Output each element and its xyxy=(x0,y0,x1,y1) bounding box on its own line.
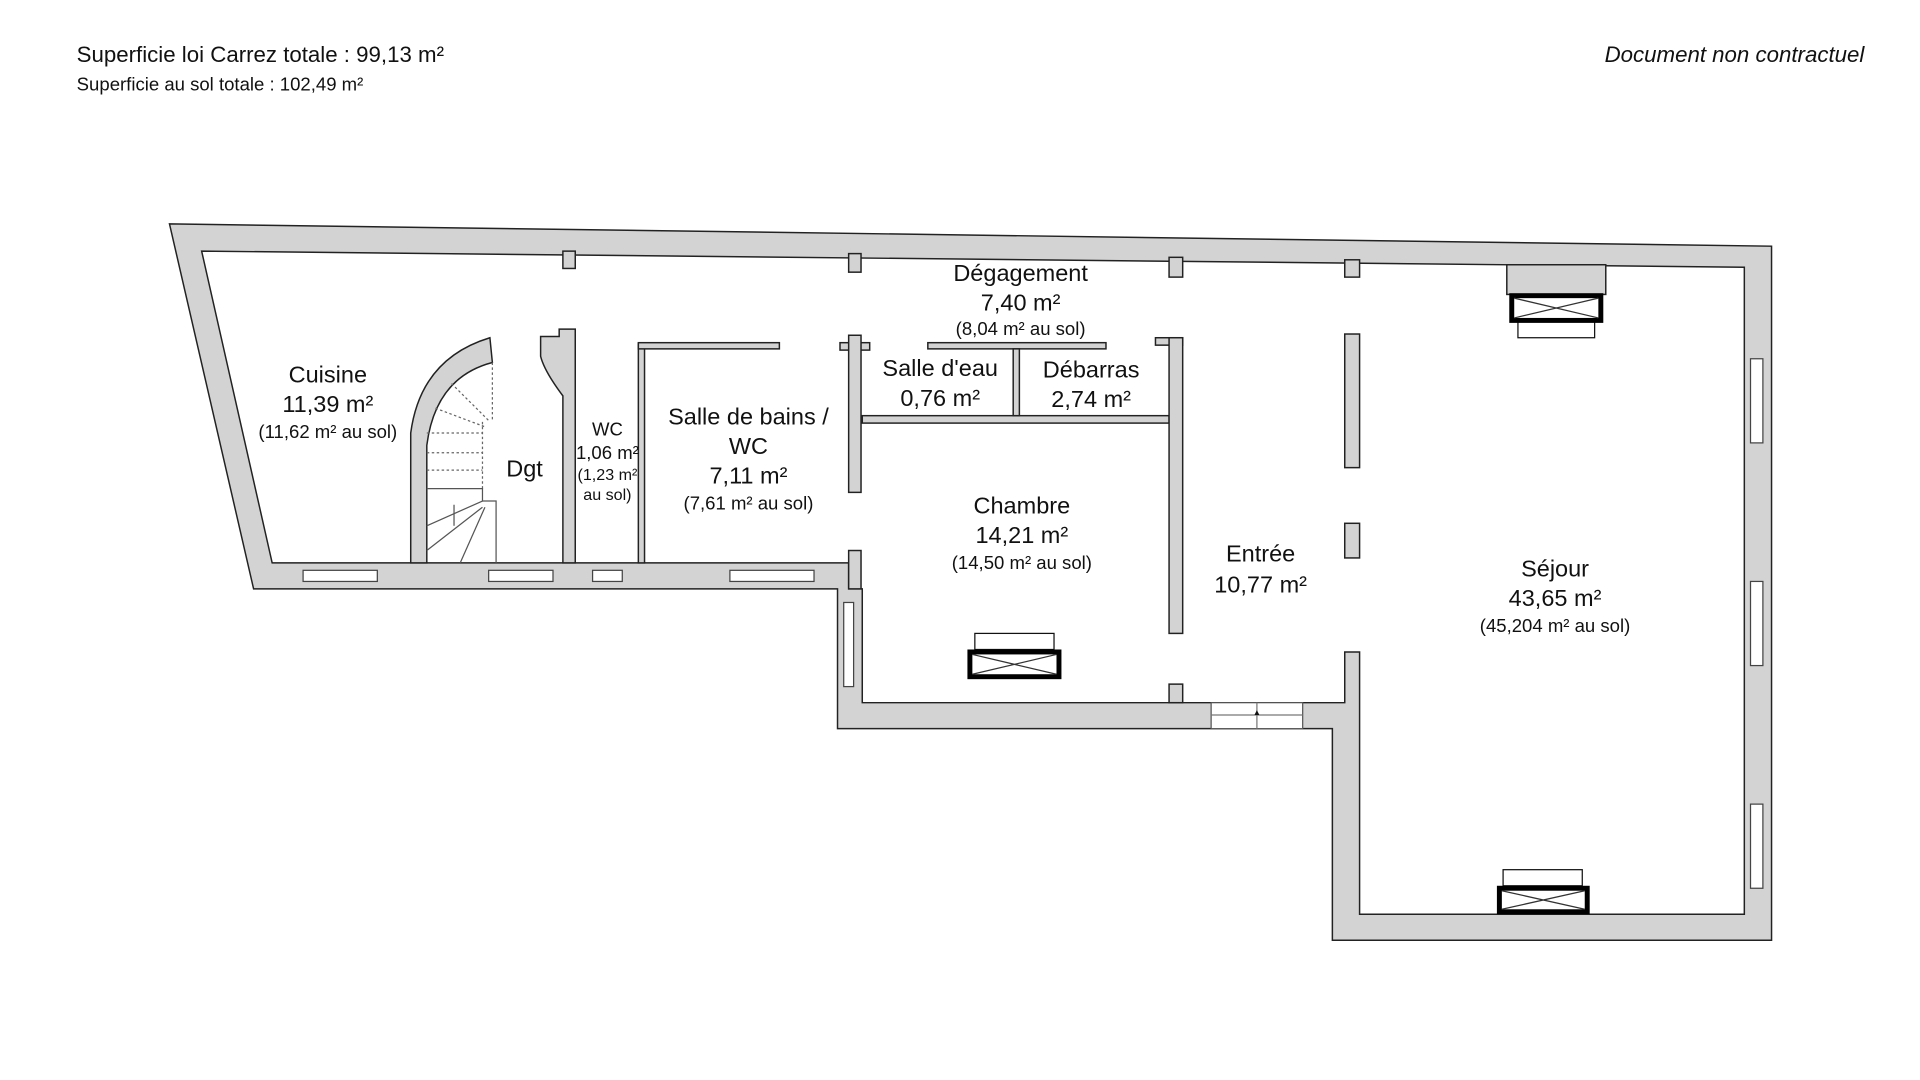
staircase-lower xyxy=(426,488,497,564)
entry-door xyxy=(1210,702,1304,730)
svg-text:7,11 m²: 7,11 m² xyxy=(709,463,787,489)
room-degagement: Dégagement 7,40 m² (8,04 m² au sol) xyxy=(953,260,1088,339)
room-salle-de-bains: Salle de bains / WC 7,11 m² (7,61 m² au … xyxy=(668,403,829,513)
svg-text:(45,204 m² au sol): (45,204 m² au sol) xyxy=(1480,615,1631,636)
disclaimer: Document non contractuel xyxy=(1605,42,1866,67)
svg-text:au sol): au sol) xyxy=(583,486,631,504)
room-wc: WC 1,06 m² (1,23 m² au sol) xyxy=(576,418,639,503)
interior-walls xyxy=(409,250,1607,704)
svg-text:11,39 m²: 11,39 m² xyxy=(282,391,373,417)
svg-text:Salle de bains /: Salle de bains / xyxy=(668,403,829,429)
svg-text:43,65 m²: 43,65 m² xyxy=(1509,585,1602,611)
room-sejour: Séjour 43,65 m² (45,204 m² au sol) xyxy=(1480,555,1631,636)
carrez-total: Superficie loi Carrez totale : 99,13 m² xyxy=(77,42,444,67)
svg-text:(7,61 m² au sol): (7,61 m² au sol) xyxy=(684,493,814,514)
svg-text:Débarras: Débarras xyxy=(1043,356,1140,382)
svg-text:0,76 m²: 0,76 m² xyxy=(900,385,980,411)
svg-text:(8,04 m² au sol): (8,04 m² au sol) xyxy=(956,318,1086,339)
svg-text:7,40 m²: 7,40 m² xyxy=(981,290,1061,316)
svg-text:Séjour: Séjour xyxy=(1521,555,1589,581)
svg-text:2,74 m²: 2,74 m² xyxy=(1051,386,1131,412)
sol-total: Superficie au sol totale : 102,49 m² xyxy=(77,73,364,94)
room-entree: Entrée 10,77 m² xyxy=(1214,541,1307,598)
room-salle-d-eau: Salle d'eau 0,76 m² xyxy=(882,355,998,411)
svg-text:WC: WC xyxy=(729,433,768,459)
svg-text:Salle d'eau: Salle d'eau xyxy=(882,355,998,381)
room-dgt: Dgt xyxy=(506,455,543,481)
svg-text:Dégagement: Dégagement xyxy=(953,260,1088,286)
svg-text:10,77 m²: 10,77 m² xyxy=(1214,572,1307,598)
svg-text:WC: WC xyxy=(592,418,623,439)
room-cuisine: Cuisine 11,39 m² (11,62 m² au sol) xyxy=(258,361,397,442)
fireplace-icon xyxy=(1496,869,1590,915)
room-debarras: Débarras 2,74 m² xyxy=(1043,356,1140,412)
svg-text:1,06 m²: 1,06 m² xyxy=(576,442,639,463)
svg-text:(1,23 m²: (1,23 m² xyxy=(577,466,638,484)
fireplace-icon xyxy=(1509,293,1604,339)
windows xyxy=(302,358,1764,889)
svg-text:(11,62 m² au sol): (11,62 m² au sol) xyxy=(258,421,397,442)
fireplace-icon xyxy=(967,632,1062,680)
svg-text:Entrée: Entrée xyxy=(1226,541,1295,567)
staircase xyxy=(426,362,493,489)
svg-text:14,21 m²: 14,21 m² xyxy=(975,522,1068,548)
svg-text:(14,50 m² au sol): (14,50 m² au sol) xyxy=(952,552,1092,573)
svg-text:Chambre: Chambre xyxy=(974,492,1071,518)
svg-text:Dgt: Dgt xyxy=(506,455,543,481)
room-chambre: Chambre 14,21 m² (14,50 m² au sol) xyxy=(952,492,1092,573)
svg-text:Cuisine: Cuisine xyxy=(289,361,367,387)
